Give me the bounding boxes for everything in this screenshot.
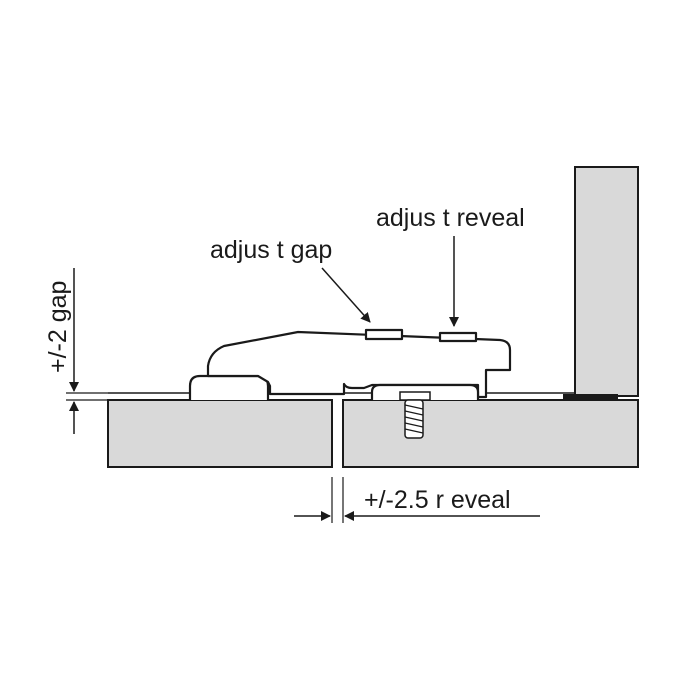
label-reveal-range: +/-2.5 r eveal [364,486,511,514]
hinge-arm [206,330,512,399]
reveal-dimension [294,477,540,523]
gap-adjust-screw [364,328,404,341]
door-panel-left [107,399,333,468]
label-gap-range: +/-2 gap [44,281,72,373]
hinge-cup [188,374,270,400]
arrow-adjust-gap [321,267,371,323]
gasket-strip [563,394,618,400]
mounting-screw [399,391,431,439]
door-panel-right [342,399,639,468]
cabinet-side-panel [574,166,639,397]
label-adjust-reveal: adjus t reveal [376,204,525,232]
gap-dimension [66,268,108,434]
label-adjust-gap: adjus t gap [210,236,332,264]
reveal-adjust-screw [438,331,478,343]
